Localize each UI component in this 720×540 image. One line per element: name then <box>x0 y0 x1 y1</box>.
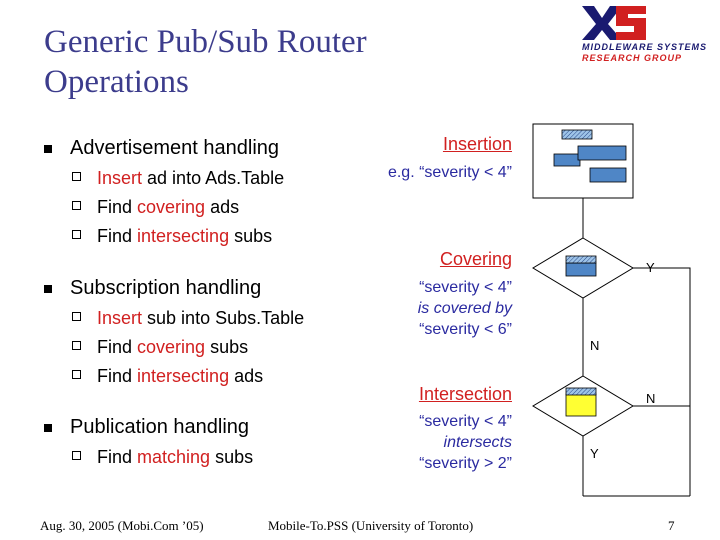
sub-bullet-marker <box>72 370 81 379</box>
sub-bullet: Find intersecting ads <box>72 364 377 388</box>
intersection-note: “severity < 4” intersects “severity > 2” <box>419 413 512 472</box>
flow-diagram: Y N N Y <box>532 123 691 497</box>
sub-bullet: Find covering subs <box>72 335 377 359</box>
sub-bullet: Find intersecting subs <box>72 224 377 248</box>
region-box <box>589 167 627 183</box>
sub-bullet-marker <box>72 451 81 460</box>
branch-no-label: N <box>590 338 599 353</box>
insertion-label: Insertion <box>442 134 512 154</box>
bullet-label: Advertisement handling <box>70 137 280 159</box>
bullet-label: Subscription handling <box>70 277 262 299</box>
insertion-example: e.g. “severity < 4” <box>387 164 512 181</box>
sub-bullet: Insert ad into Ads.Table <box>72 166 377 190</box>
bullet-marker <box>44 285 52 293</box>
branch-yes-label: Y <box>646 260 655 275</box>
sub-bullet-marker <box>72 201 81 210</box>
logo-line1: MIDDLEWARE SYSTEMS <box>582 42 708 52</box>
bullet-publication: Publication handling <box>44 415 370 439</box>
bullet-marker <box>44 424 52 432</box>
bullet-advertisement: Advertisement handling <box>44 136 370 160</box>
ad-stripe-icon <box>565 387 597 396</box>
ad-stripe-icon <box>561 129 593 140</box>
branch-no-label: N <box>646 391 655 406</box>
branch-yes-label: Y <box>590 446 599 461</box>
logo-line2: RESEARCH GROUP <box>582 53 683 63</box>
sub-bullet-marker <box>72 230 81 239</box>
sub-bullet: Insert sub into Subs.Table <box>72 306 377 330</box>
page-title: Generic Pub/Sub Router Operations <box>44 24 367 100</box>
sub-bullet-marker <box>72 312 81 321</box>
sub-bullet: Find covering ads <box>72 195 377 219</box>
page-number: 7 <box>668 518 675 533</box>
bullet-subscription: Subscription handling <box>44 276 370 300</box>
covering-note: “severity < 4” is covered by “severity <… <box>417 279 512 338</box>
sub-bullet-marker <box>72 172 81 181</box>
bullet-list: Advertisement handling Insert ad into Ad… <box>44 0 370 540</box>
intersection-box <box>565 393 597 417</box>
ad-stripe-icon <box>565 255 597 264</box>
footer-center: Mobile-To.PSS (University of Toronto) <box>268 518 474 533</box>
intersection-label: Intersection <box>418 384 512 404</box>
region-box <box>577 145 627 161</box>
bullet-marker <box>44 145 52 153</box>
footer-date: Aug. 30, 2005 (Mobi.Com ’05) <box>40 518 204 533</box>
sub-bullet-marker <box>72 341 81 350</box>
region-box <box>553 153 581 167</box>
covering-box <box>565 262 597 277</box>
sub-bullet: Find matching subs <box>72 445 377 469</box>
logo: MIDDLEWARE SYSTEMS RESEARCH GROUP <box>580 4 720 64</box>
covering-label: Covering <box>439 249 512 269</box>
logo-mark-icon <box>580 4 648 42</box>
bullet-label: Publication handling <box>70 416 250 438</box>
